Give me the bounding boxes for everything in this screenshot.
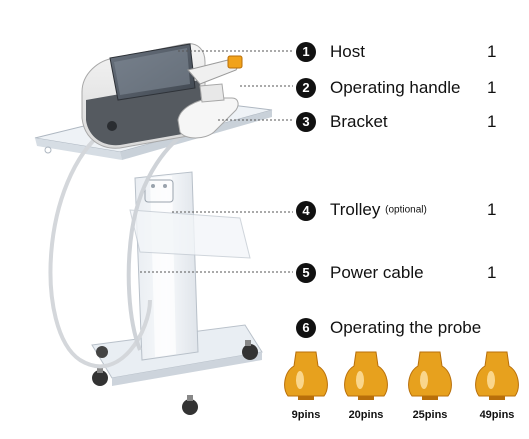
trolley-quantity: 1 bbox=[487, 200, 497, 219]
power-cable-drawing bbox=[48, 128, 152, 369]
host-label: Host bbox=[330, 42, 365, 61]
item-number-3: 3 bbox=[296, 112, 316, 132]
trolley-optional-note: (optional) bbox=[385, 204, 427, 216]
probe-section-title: Operating the probe bbox=[330, 318, 482, 337]
bracket-label: Bracket bbox=[330, 112, 388, 131]
trolley-column bbox=[134, 171, 199, 361]
item-number-5: 5 bbox=[296, 263, 316, 283]
item-number-2: 2 bbox=[296, 78, 316, 98]
operating-handle-quantity: 1 bbox=[487, 78, 497, 97]
probe-20pins-icon bbox=[344, 351, 388, 400]
bracket-quantity: 1 bbox=[487, 112, 497, 131]
trolley-label-text: Trolley bbox=[330, 200, 381, 219]
host-unit bbox=[81, 43, 206, 149]
power-cable-label: Power cable bbox=[330, 263, 424, 282]
item-number-4: 4 bbox=[296, 201, 316, 221]
operating-handle-drawing bbox=[187, 55, 243, 85]
item-number-6: 6 bbox=[296, 318, 316, 338]
bracket-drawing bbox=[177, 83, 239, 139]
probe-label-9pins: 9pins bbox=[291, 409, 321, 421]
probe-drawings bbox=[284, 351, 519, 400]
probe-9pins-icon bbox=[284, 351, 328, 400]
trolley-label: Trolley (optional) bbox=[330, 200, 427, 221]
probe-label-25pins: 25pins bbox=[412, 409, 448, 421]
operating-handle-label: Operating handle bbox=[330, 78, 461, 97]
probe-25pins-icon bbox=[408, 351, 452, 400]
probe-49pins-icon bbox=[475, 351, 519, 400]
leader-lines bbox=[140, 50, 293, 273]
handle-cable-drawing bbox=[126, 118, 206, 351]
power-cable-quantity: 1 bbox=[487, 263, 497, 282]
item-number-1: 1 bbox=[296, 42, 316, 62]
probe-label-20pins: 20pins bbox=[348, 409, 384, 421]
probe-label-49pins: 49pins bbox=[479, 409, 515, 421]
host-quantity: 1 bbox=[487, 42, 497, 61]
